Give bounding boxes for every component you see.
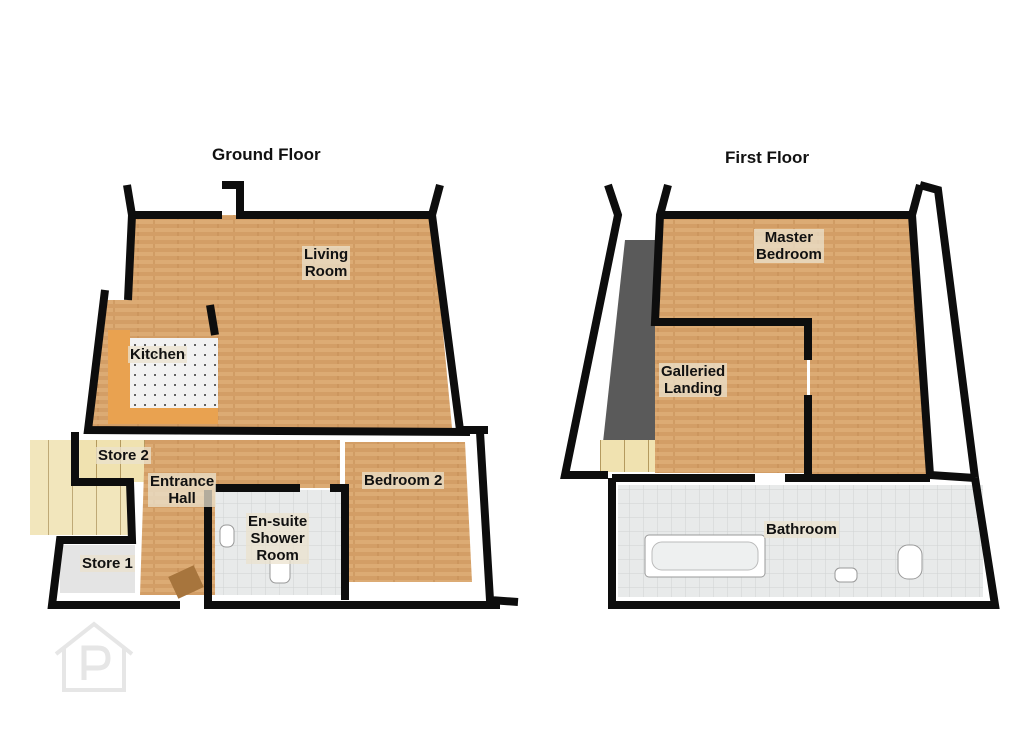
basin-icon-first xyxy=(834,567,858,583)
bathroom-label: Bathroom xyxy=(764,521,839,538)
ground-floor-walls xyxy=(47,181,519,609)
doormat-icon xyxy=(168,565,204,599)
bedroom-2-floor xyxy=(345,442,472,582)
master-bedroom-floor xyxy=(655,215,930,475)
ground-floor-title: Ground Floor xyxy=(212,145,321,164)
property-logo-icon xyxy=(54,621,134,692)
entrance-hall-label: Entrance Hall xyxy=(148,473,217,507)
first-floor-plan xyxy=(560,181,1000,609)
kitchen-label: Kitchen xyxy=(128,346,188,363)
kitchen-counter xyxy=(108,330,130,420)
store-2-label: Store 2 xyxy=(96,447,151,464)
toilet-icon-first xyxy=(897,544,923,580)
stairwell xyxy=(600,240,655,470)
basin-icon xyxy=(219,524,235,548)
first-floor-walls xyxy=(560,181,1000,609)
living-room-label: Living Room xyxy=(302,246,351,280)
store-1-label: Store 1 xyxy=(80,555,135,572)
ensuite-label: En-suite Shower Room xyxy=(246,513,310,564)
bedroom-2-label: Bedroom 2 xyxy=(362,472,445,489)
galleried-landing-floor xyxy=(655,325,807,473)
first-floor-title: First Floor xyxy=(725,148,810,167)
bathtub-inner xyxy=(651,541,759,571)
master-bedroom-label: Master Bedroom xyxy=(754,229,824,263)
kitchen-counter-bottom xyxy=(108,408,218,424)
stairs-first xyxy=(600,440,655,472)
galleried-landing-label: Galleried Landing xyxy=(659,363,728,397)
